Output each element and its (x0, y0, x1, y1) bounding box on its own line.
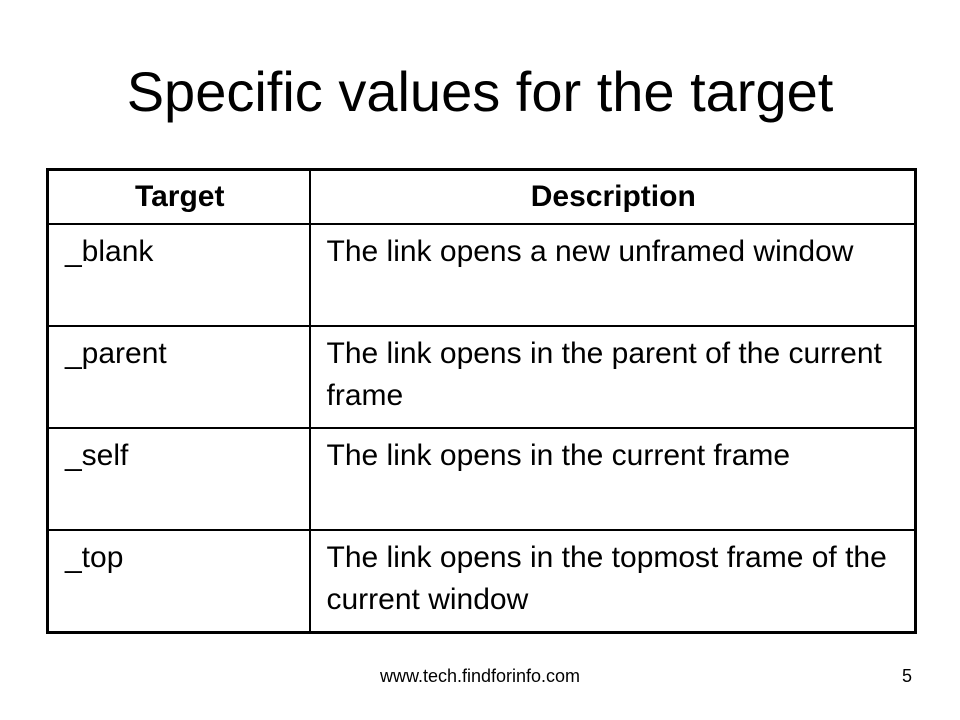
table-row: _self The link opens in the current fram… (46, 427, 917, 531)
header-description: Description (308, 168, 917, 225)
description-cell: The link opens in the topmost frame of t… (308, 529, 917, 633)
target-values-table: Target Description _blank The link opens… (46, 168, 917, 634)
page-number: 5 (901, 666, 912, 686)
table-row: _top The link opens in the topmost frame… (46, 529, 917, 633)
footer-url: www.tech.findforinfo.com (379, 666, 581, 686)
target-cell: _self (46, 427, 311, 531)
description-cell: The link opens in the parent of the curr… (308, 325, 917, 429)
target-cell: _top (46, 529, 311, 633)
table-header-row: Target Description (46, 168, 917, 225)
description-cell: The link opens in the current frame (308, 427, 917, 531)
table-row: _blank The link opens a new unframed win… (46, 223, 917, 327)
target-cell: _parent (46, 325, 311, 429)
description-cell: The link opens a new unframed window (308, 223, 917, 327)
slide-title: Specific values for the target (126, 60, 834, 123)
table-row: _parent The link opens in the parent of … (46, 325, 917, 429)
header-target: Target (46, 168, 311, 225)
target-cell: _blank (46, 223, 311, 327)
